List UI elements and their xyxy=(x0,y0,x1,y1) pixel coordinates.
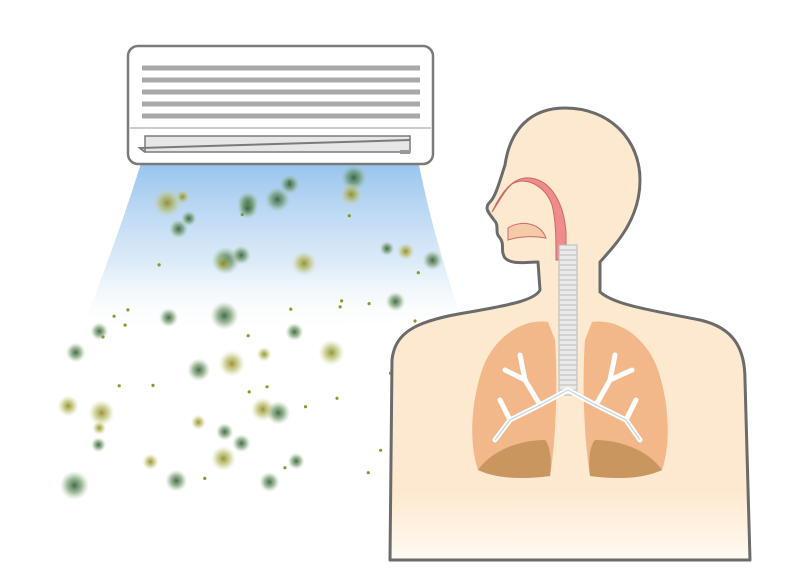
particle-cloud xyxy=(57,164,443,500)
particle xyxy=(152,188,182,218)
particle xyxy=(214,255,232,272)
particle xyxy=(210,301,239,330)
particle xyxy=(240,213,244,217)
particle xyxy=(247,390,251,394)
particle xyxy=(266,400,291,425)
particle xyxy=(339,183,363,206)
particle xyxy=(159,308,179,328)
particle xyxy=(231,245,251,265)
particle xyxy=(259,471,280,493)
particle xyxy=(256,346,272,362)
ac-slats xyxy=(142,65,420,119)
particle xyxy=(385,291,406,312)
particle xyxy=(335,396,339,400)
particle xyxy=(123,323,127,327)
particle xyxy=(289,307,293,311)
particle xyxy=(413,319,417,323)
right-lung xyxy=(583,321,668,478)
particle xyxy=(338,305,342,309)
particle xyxy=(112,314,116,318)
particle xyxy=(416,271,420,275)
particle xyxy=(169,219,189,239)
particle xyxy=(65,342,86,363)
particle xyxy=(210,445,236,472)
particle xyxy=(157,263,161,267)
particle xyxy=(187,358,211,382)
particle xyxy=(57,395,79,417)
particle xyxy=(90,322,109,341)
particle xyxy=(367,302,371,306)
particle xyxy=(283,466,287,470)
particle xyxy=(88,399,115,426)
particle xyxy=(287,452,305,470)
particle xyxy=(246,334,250,338)
particle xyxy=(279,174,300,195)
particle xyxy=(59,470,90,500)
particle xyxy=(142,453,159,470)
particle xyxy=(285,322,304,341)
particle xyxy=(379,448,383,452)
particle xyxy=(237,198,258,219)
particle xyxy=(91,437,106,453)
particle xyxy=(203,476,207,480)
particle xyxy=(151,383,155,387)
particle xyxy=(291,250,317,277)
particle xyxy=(165,469,188,492)
particle xyxy=(218,350,246,377)
particle xyxy=(303,405,308,409)
particle xyxy=(366,471,370,475)
ac-indicator xyxy=(400,150,410,154)
particle xyxy=(117,384,121,388)
particle xyxy=(265,385,269,389)
particle xyxy=(422,250,443,271)
particle xyxy=(232,434,251,453)
air-conditioner xyxy=(126,44,435,166)
particle xyxy=(190,414,206,430)
particle xyxy=(126,308,130,312)
human-figure xyxy=(388,106,752,562)
particle xyxy=(318,339,345,366)
particle xyxy=(265,187,290,212)
particle xyxy=(216,423,234,441)
mouth-cavity xyxy=(507,222,547,241)
particle xyxy=(347,214,351,218)
particle xyxy=(379,241,395,256)
particle xyxy=(92,421,107,435)
particle xyxy=(340,299,344,303)
particle xyxy=(396,242,415,261)
